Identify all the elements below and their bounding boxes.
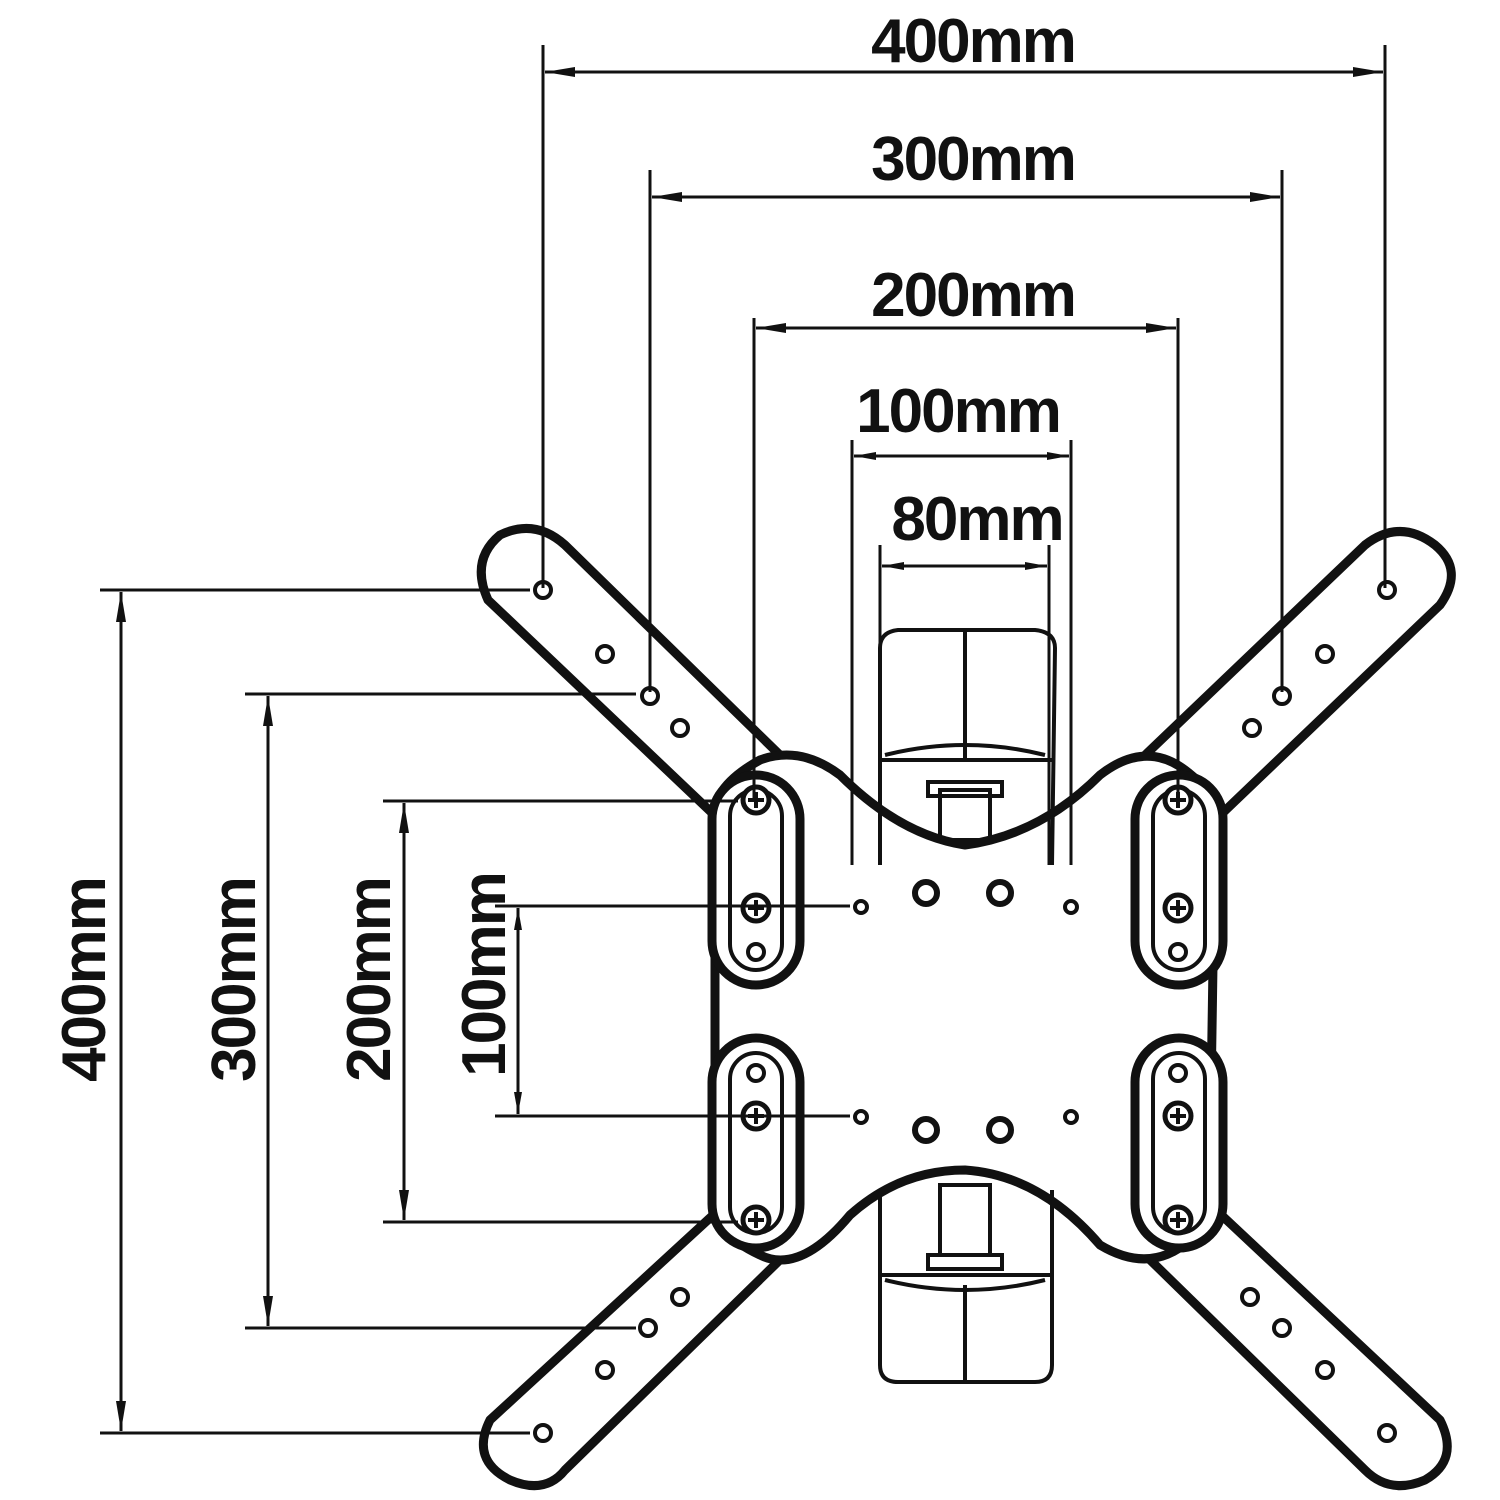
- hole-80-tl: [912, 879, 940, 907]
- screw-icon: [740, 892, 772, 924]
- arm-hole: [1377, 1423, 1397, 1443]
- arm-hole: [1240, 1287, 1260, 1307]
- hole-100-bl: [853, 1109, 869, 1125]
- dim-label-v100: 100mm: [450, 873, 519, 1077]
- hole-80-br: [986, 1116, 1014, 1144]
- arm-hole: [638, 1318, 658, 1338]
- dim-label-h80: 80mm: [891, 485, 1062, 554]
- arm-hole: [670, 1287, 690, 1307]
- arm-hole: [595, 644, 615, 664]
- hole-100-tl: [853, 899, 869, 915]
- screw-icon: [1162, 892, 1194, 924]
- dim-label-v400: 400mm: [50, 878, 119, 1082]
- dim-label-v200: 200mm: [335, 878, 404, 1082]
- screw-icon: [740, 1204, 772, 1236]
- screw-icon: [1162, 1100, 1194, 1132]
- hole-80-bl: [912, 1116, 940, 1144]
- slot-hole: [1168, 1063, 1188, 1083]
- arm-hole: [1272, 1318, 1292, 1338]
- bracket-drawing: [476, 524, 1456, 1491]
- arm-hole: [1315, 644, 1335, 664]
- plate-holes: [853, 879, 1079, 1144]
- hole-80-tr: [986, 879, 1014, 907]
- slot-hole: [1168, 942, 1188, 962]
- dim-label-h200: 200mm: [871, 261, 1075, 330]
- slot-hole: [746, 942, 766, 962]
- slot-hole: [746, 1063, 766, 1083]
- dim-label-h100: 100mm: [856, 377, 1060, 446]
- slot-bracket-top-left: [707, 770, 805, 990]
- dim-label-h400: 400mm: [871, 7, 1075, 76]
- vertical-dimensions: 400mm 300mm 200mm 100mm: [50, 588, 850, 1435]
- hole-100-tr: [1063, 899, 1079, 915]
- dim-label-v300: 300mm: [200, 878, 269, 1082]
- horizontal-dimensions: 400mm 300mm 200mm 100mm 80mm: [541, 7, 1387, 865]
- bottom-mount-block: [878, 1183, 1054, 1384]
- hole-100-br: [1063, 1109, 1079, 1125]
- arm-hole: [1242, 718, 1262, 738]
- screw-icon: [740, 784, 772, 816]
- arm-hole: [1377, 580, 1397, 600]
- screw-icon: [1162, 1204, 1194, 1236]
- arm-hole: [670, 718, 690, 738]
- arm-holes: [533, 580, 1397, 1443]
- dim-label-h300: 300mm: [871, 125, 1075, 194]
- arm-hole: [533, 1423, 553, 1443]
- arm-hole: [1315, 1360, 1335, 1380]
- arm-hole: [595, 1360, 615, 1380]
